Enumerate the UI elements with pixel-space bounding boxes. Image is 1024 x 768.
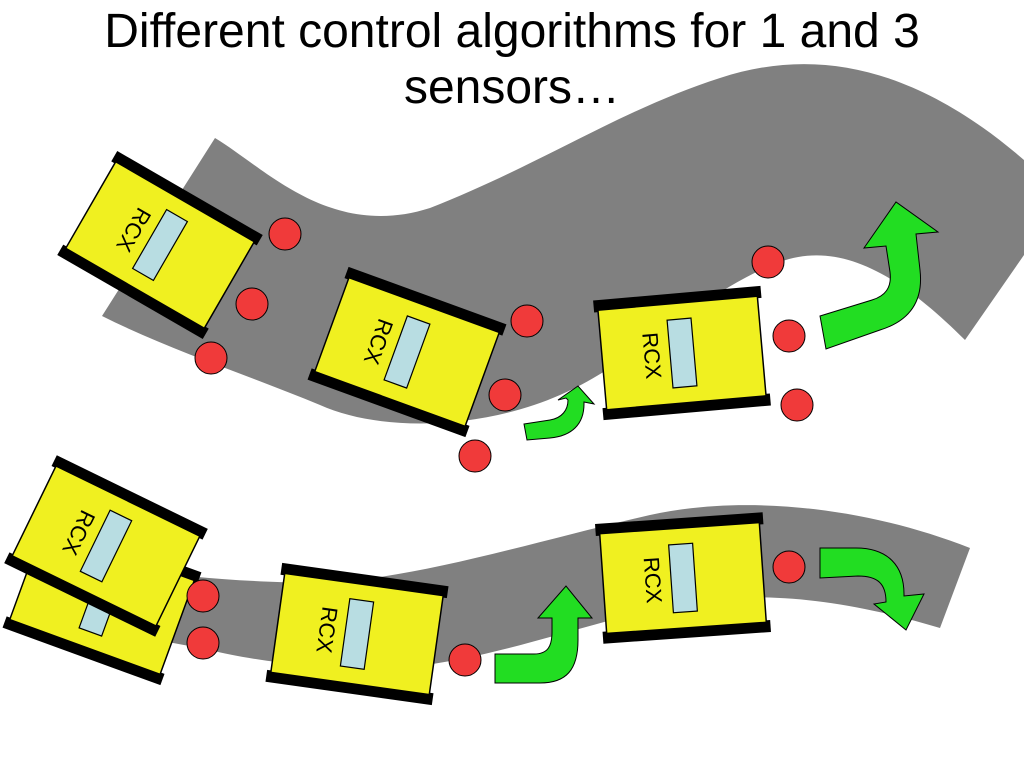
robot-2-sensor-2 bbox=[488, 378, 522, 412]
turn-arrow-large bbox=[819, 201, 940, 350]
robot-6-label: RCX bbox=[639, 556, 667, 604]
robot-3-sensor-1 bbox=[751, 245, 785, 279]
robot-2-sensor-3 bbox=[458, 439, 492, 473]
robot-1-sensor-1 bbox=[268, 217, 302, 251]
robot-4-sensor-1 bbox=[186, 579, 220, 613]
robot-2: RCX bbox=[306, 266, 508, 438]
robot-4-sensor-2 bbox=[186, 626, 220, 660]
robot-3: RCX bbox=[592, 285, 772, 421]
robot-6-sensor bbox=[772, 550, 806, 584]
robot-4: RCX bbox=[3, 454, 209, 638]
robot-3-label: RCX bbox=[637, 331, 666, 380]
robot-3-sensor-3 bbox=[780, 388, 814, 422]
robot-3-sensor-2 bbox=[772, 319, 806, 353]
title-line-2: sensors… bbox=[403, 61, 621, 114]
slide-title: Different control algorithms for 1 and 3… bbox=[0, 4, 1024, 116]
robot-5: RCX bbox=[264, 562, 450, 706]
turn-arrow-small bbox=[523, 385, 596, 441]
robot-1-sensor-3 bbox=[194, 341, 228, 375]
robot-5-sensor bbox=[448, 643, 482, 677]
robot-6: RCX bbox=[594, 511, 772, 645]
robot-1-sensor-2 bbox=[235, 287, 269, 321]
title-line-1: Different control algorithms for 1 and 3 bbox=[104, 5, 920, 58]
robot-2-sensor-1 bbox=[510, 304, 544, 338]
robot-1: RCX bbox=[56, 150, 264, 340]
turn-arrow-left bbox=[494, 585, 594, 684]
turn-arrow-right bbox=[819, 547, 925, 631]
